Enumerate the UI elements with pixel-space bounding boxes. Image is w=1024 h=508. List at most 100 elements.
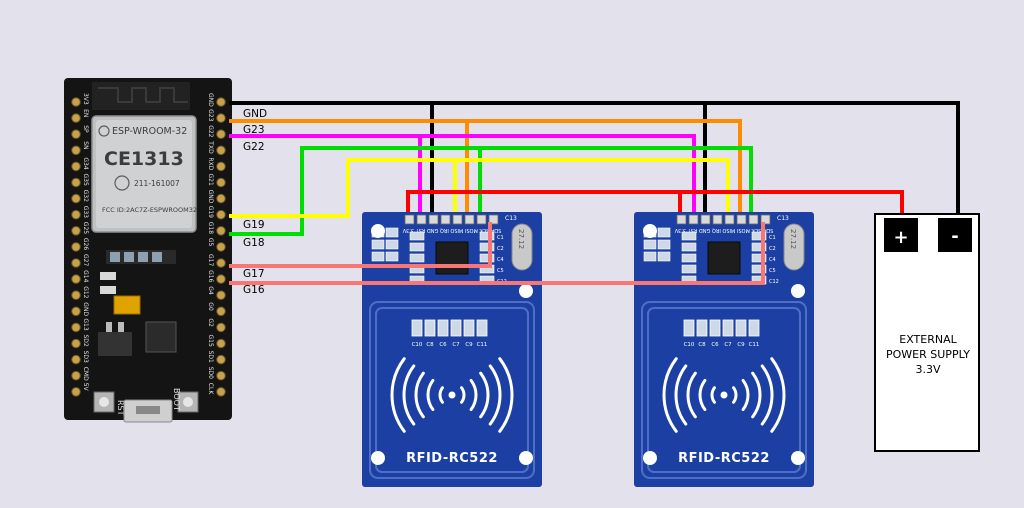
smd-part <box>152 252 162 262</box>
rfid-wave-arc <box>469 378 478 412</box>
rfid-mfrc522-chip <box>707 241 741 275</box>
esp32-right-pin-label: GND <box>207 190 214 204</box>
label-g18: G18 <box>243 237 265 249</box>
regulator-pin <box>106 322 112 332</box>
rfid-pcb <box>362 212 542 487</box>
rfid-cap-label: C7 <box>724 342 732 348</box>
rfid-smd-part <box>681 242 697 252</box>
rfid-cap-label: C6 <box>711 342 719 348</box>
esp32-right-pin <box>216 161 226 172</box>
rfid-cap <box>722 319 734 337</box>
esp32-left-pin-label: SN <box>82 141 89 149</box>
rfid-header-pin <box>440 214 451 225</box>
esp32-left-pin <box>71 338 81 349</box>
rfid-wave-arc <box>414 371 425 419</box>
espressif-logo-icon <box>98 125 110 137</box>
rfid-wave-arc <box>686 371 697 419</box>
rfid-smd-part <box>751 264 767 274</box>
esp32-left-pin <box>71 161 81 172</box>
rfid-wave-arc <box>741 378 750 412</box>
rfid-mounting-hole <box>371 224 385 238</box>
rfid-cap-label: C6 <box>439 342 447 348</box>
power-supply-body <box>874 213 980 452</box>
rfid-smd-part <box>385 227 399 238</box>
esp32-left-pin <box>71 145 81 156</box>
rfid-cap <box>696 319 708 337</box>
esp32-ce-mark: CE1313 <box>104 148 184 170</box>
esp32-left-pin <box>71 306 81 317</box>
rfid-wave-arc <box>438 386 444 404</box>
wires-overlay <box>229 222 765 285</box>
rfid-c13-label: C13 <box>505 215 517 222</box>
esp32-left-pin <box>71 290 81 301</box>
rfid-antenna-coil <box>369 301 535 479</box>
rfid-header-pin <box>700 214 711 225</box>
rfid-header-pin <box>760 214 771 225</box>
rfid-wave-arc <box>770 357 786 433</box>
rfid-side-label: C4 <box>497 257 504 263</box>
rfid-side-label: C1 <box>497 235 504 241</box>
rfid-wave-arc <box>751 371 762 419</box>
rfid-cap-label: C8 <box>426 342 434 348</box>
esp32-right-pin <box>216 226 226 236</box>
rfid-wave-arc <box>662 357 678 433</box>
rfid-crystal <box>783 223 805 271</box>
tantalum-capacitor <box>113 295 141 315</box>
esp32-left-pin <box>71 129 81 139</box>
esp32-left-pin <box>71 226 81 236</box>
rfid-cap <box>735 319 747 337</box>
esp32-board: ESP-WROOM-32 CE1313 211-161007 FCC ID:2A… <box>64 78 232 423</box>
esp32-right-pin <box>216 193 226 204</box>
rfid-smd-part <box>751 231 767 241</box>
esp32-left-pin-label: G13 <box>82 318 89 330</box>
rfid-wave-arc <box>498 357 514 433</box>
esp32-right-pin-label: G18 <box>207 222 214 234</box>
power-supply-line1: EXTERNAL <box>899 333 957 346</box>
rfid-wave-arc <box>760 364 774 426</box>
rfid-wave-arc <box>479 371 490 419</box>
esp32-module-name: ESP-WROOM-32 <box>112 126 187 137</box>
rfid-header-pin <box>688 214 699 225</box>
positive-terminal-label: + <box>893 227 908 248</box>
esp32-right-pin <box>216 274 226 284</box>
esp32-right-pin-label: G4 <box>207 286 214 295</box>
rfid-modules: SDA SCK MOSI MISO IRQ GND RST 3.3VC1327.… <box>362 212 814 487</box>
wire-g17 <box>229 222 492 268</box>
esp32-right-pin-label: G2 <box>207 318 214 327</box>
rfid-smd-part <box>409 242 425 252</box>
power-supply-line2: POWER SUPPLY <box>886 348 970 361</box>
rfid-module: SDA SCK MOSI MISO IRQ GND RST 3.3VC1327.… <box>362 212 542 487</box>
rfid-header-pin <box>748 214 759 225</box>
rfid-cap-label: C11 <box>477 342 488 348</box>
rfid-smd-part <box>751 242 767 252</box>
esp32-left-pin-label: G12 <box>82 286 89 298</box>
esp32-right-pin <box>216 387 226 397</box>
rfid-cap-label: C7 <box>452 342 460 348</box>
rfid-cap <box>748 319 760 337</box>
rfid-smd-part <box>643 239 657 250</box>
rfid-module: SDA SCK MOSI MISO IRQ GND RST 3.3VC1327.… <box>634 212 814 487</box>
label-gnd: GND <box>243 108 267 120</box>
esp32-left-pin-label: CMD <box>82 367 89 381</box>
esp32-left-pin-label: 5V <box>82 383 89 392</box>
telec-mark-icon <box>114 175 130 191</box>
rfid-side-label: C2 <box>769 246 776 252</box>
rfid-cap-label: C8 <box>698 342 706 348</box>
rfid-wave-arc <box>732 386 738 404</box>
rfid-cap <box>476 319 488 337</box>
rfid-antenna-coil-inner <box>375 307 529 473</box>
rfid-wave-center <box>720 391 728 399</box>
rfid-pcb <box>634 212 814 487</box>
rfid-mounting-hole <box>519 284 533 298</box>
label-g19: G19 <box>243 219 265 231</box>
rfid-smd-part <box>371 239 385 250</box>
esp32-right-pin <box>216 290 226 301</box>
rfid-smd-part <box>657 251 671 262</box>
rfid-wave-center <box>448 391 456 399</box>
esp32-pin-headers: 3V3ENSPSNG34G35G32G33G25G26G27G14G12GNDG… <box>71 93 226 397</box>
rfid-wave-arc <box>674 364 688 426</box>
rfid-smd-part <box>643 251 657 262</box>
wire-gnd-main <box>229 101 960 222</box>
rfid-side-label: C4 <box>769 257 776 263</box>
